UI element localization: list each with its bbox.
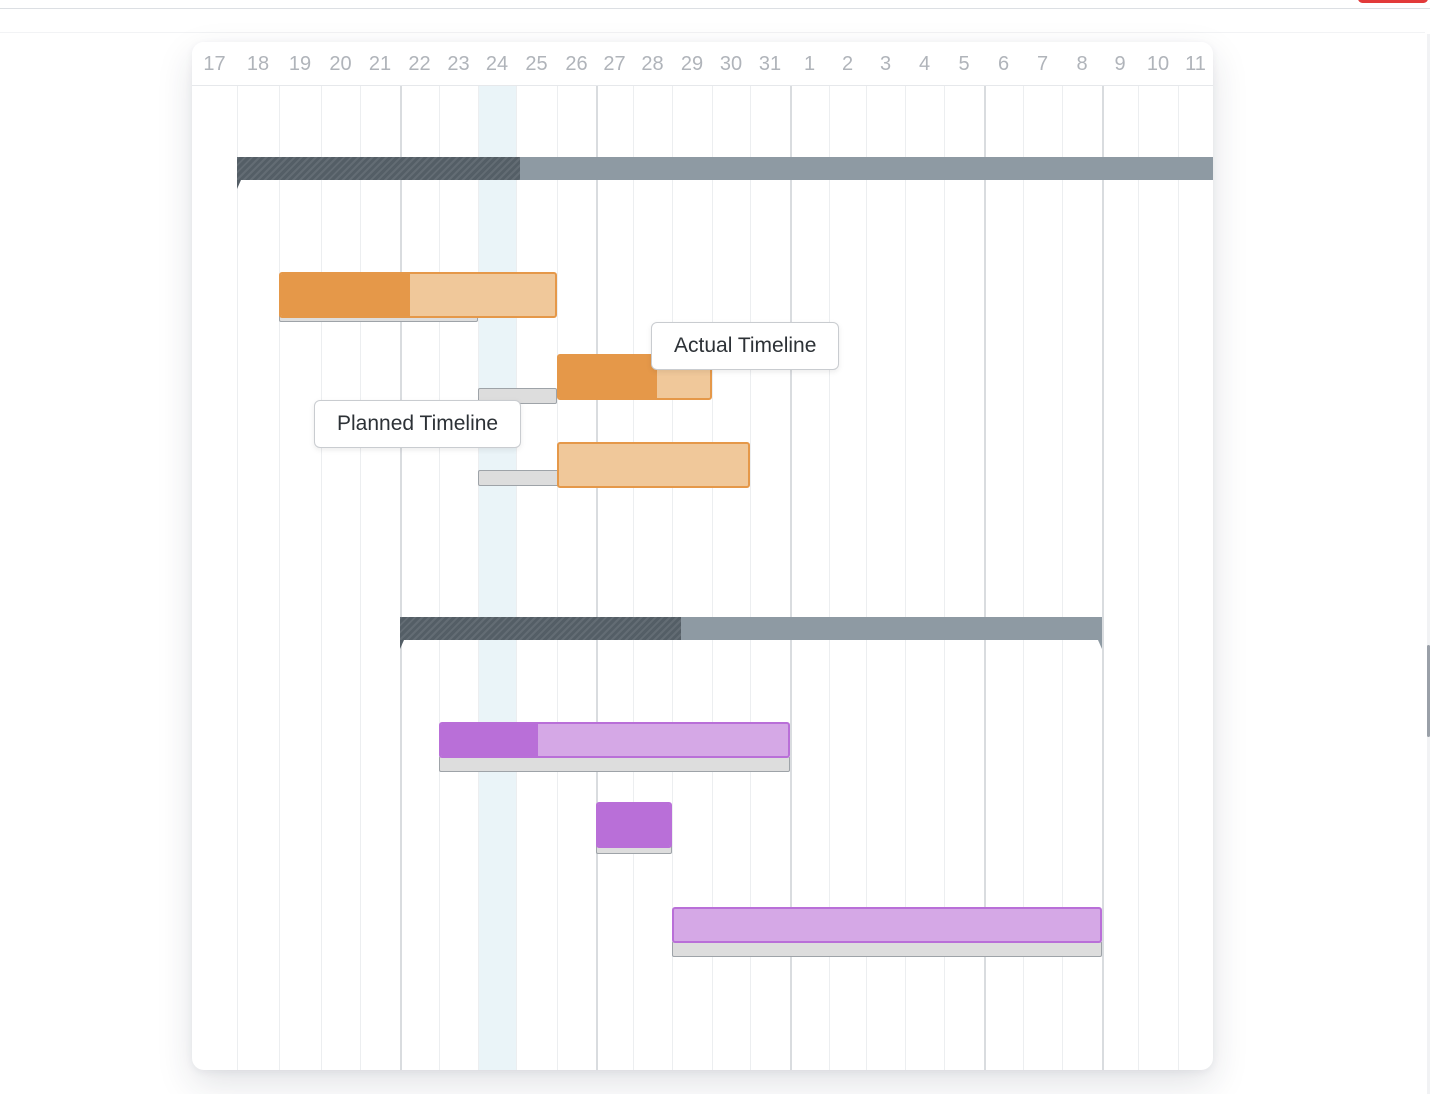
grid-line <box>321 42 322 1070</box>
date-label-6[interactable]: 6 <box>997 53 1010 75</box>
summary-start-marker <box>400 640 404 649</box>
grid-line <box>557 42 558 1070</box>
grid-line <box>1102 42 1104 1070</box>
grid-line <box>237 42 238 1070</box>
planned-timeline-bar[interactable] <box>672 941 1102 957</box>
grid-line <box>944 42 945 1070</box>
grid-line <box>478 42 479 1070</box>
date-label-8[interactable]: 8 <box>1076 53 1088 75</box>
date-label-5[interactable]: 5 <box>958 53 970 75</box>
date-label-27[interactable]: 27 <box>603 53 626 75</box>
top-toolbar <box>0 0 1430 9</box>
date-label-22[interactable]: 22 <box>408 53 431 75</box>
date-label-23[interactable]: 23 <box>447 53 470 75</box>
planned-timeline-bar[interactable] <box>439 756 790 772</box>
date-label-10[interactable]: 10 <box>1146 53 1170 75</box>
grid-line <box>439 42 440 1070</box>
date-label-17[interactable]: 17 <box>203 53 226 75</box>
date-label-9[interactable]: 9 <box>1114 53 1126 75</box>
divider <box>0 32 1425 33</box>
actual-timeline-callout: Actual Timeline <box>651 322 840 370</box>
actual-timeline-bar[interactable] <box>596 802 672 848</box>
date-label-30[interactable]: 30 <box>719 53 743 75</box>
red-action-button[interactable] <box>1358 0 1428 3</box>
date-label-7[interactable]: 7 <box>1036 53 1049 75</box>
grid-line <box>1062 42 1063 1070</box>
date-label-19[interactable]: 19 <box>288 53 312 75</box>
grid-line <box>279 42 280 1070</box>
task-progress-fill <box>441 724 539 756</box>
grid-line <box>633 42 634 1070</box>
task-progress-fill <box>281 274 410 316</box>
grid-line <box>360 42 361 1070</box>
grid-line <box>672 42 673 1070</box>
date-label-29[interactable]: 29 <box>680 53 704 75</box>
task-progress-fill <box>598 804 670 846</box>
date-label-25[interactable]: 25 <box>525 53 548 75</box>
date-label-20[interactable]: 20 <box>329 53 352 75</box>
actual-timeline-bar[interactable] <box>672 907 1102 943</box>
summary-start-marker <box>237 180 241 189</box>
grid-line <box>905 42 906 1070</box>
scrollbar-thumb[interactable] <box>1427 645 1430 737</box>
summary-progress <box>237 157 520 180</box>
grid-line <box>866 42 867 1070</box>
date-label-1[interactable]: 1 <box>803 53 816 75</box>
date-label-11[interactable]: 11 <box>1185 53 1206 75</box>
grid-line <box>1023 42 1024 1070</box>
grid-line <box>1178 42 1179 1070</box>
date-label-26[interactable]: 26 <box>565 53 588 75</box>
date-label-4[interactable]: 4 <box>918 53 931 75</box>
grid-line <box>712 42 713 1070</box>
summary-end-marker <box>1098 640 1102 649</box>
grid-line <box>984 42 986 1070</box>
date-label-31[interactable]: 31 <box>758 53 782 75</box>
actual-timeline-bar[interactable] <box>439 722 790 758</box>
task-progress-fill <box>559 356 658 398</box>
grid-line <box>596 42 598 1070</box>
grid-line <box>516 42 517 1070</box>
planned-timeline-callout: Planned Timeline <box>314 400 522 448</box>
grid-line <box>829 42 830 1070</box>
grid-line <box>750 42 751 1070</box>
date-label-18[interactable]: 18 <box>246 53 270 75</box>
date-label-21[interactable]: 21 <box>368 53 392 75</box>
vertical-scrollbar[interactable] <box>1427 34 1430 1094</box>
date-label-2[interactable]: 2 <box>841 53 854 75</box>
date-label-3[interactable]: 3 <box>879 53 892 75</box>
grid-line <box>790 42 792 1070</box>
date-label-28[interactable]: 28 <box>641 53 664 75</box>
summary-bar[interactable] <box>400 617 1102 649</box>
summary-progress <box>400 617 681 640</box>
actual-timeline-bar[interactable] <box>279 272 557 318</box>
today-column-highlight <box>478 42 516 1070</box>
grid-line <box>400 42 402 1070</box>
grid-line <box>1138 42 1139 1070</box>
actual-timeline-bar[interactable] <box>557 442 750 488</box>
summary-bar[interactable] <box>237 157 1213 189</box>
date-label-24[interactable]: 24 <box>485 53 509 75</box>
